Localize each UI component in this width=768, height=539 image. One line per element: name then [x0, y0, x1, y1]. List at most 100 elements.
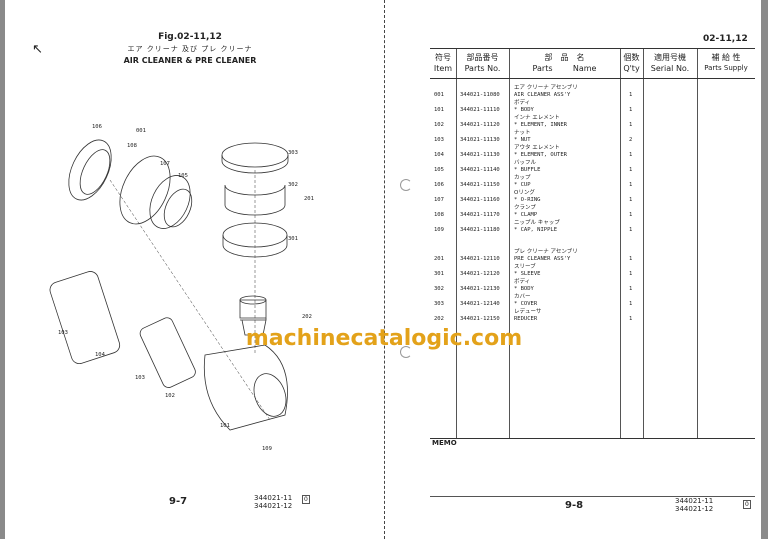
cell-part: 344021-11160 [460, 197, 500, 203]
callout: 302 [288, 182, 298, 188]
cell-part: 344021-11150 [460, 182, 500, 188]
callout: 103 [58, 330, 68, 336]
exploded-diagram [49, 139, 289, 431]
cell-name: * CLAMP [514, 212, 538, 218]
cell-name: AIR CLEANER ASS'Y [514, 92, 571, 98]
cell-qty: 1 [629, 256, 633, 262]
callout: 105 [178, 173, 188, 179]
cell-qty: 1 [629, 227, 633, 233]
cell-jp: クランプ [514, 205, 536, 211]
header-parts-no: Parts No. [464, 64, 501, 73]
callout: 107 [160, 161, 170, 167]
cell-qty: 1 [629, 301, 633, 307]
cell-part: 344021-11080 [460, 92, 500, 98]
page-number-right: 9-8 [565, 500, 584, 511]
page-number-left: 9-7 [169, 496, 188, 507]
cell-name: * ELEMENT, OUTER [514, 152, 567, 158]
callout: 101 [220, 423, 230, 429]
callout: 201 [304, 196, 314, 202]
cell-name: * CAP, NIPPLE [514, 227, 558, 233]
header-supply: Parts Supply [704, 64, 748, 72]
cell-part: 344021-11180 [460, 227, 500, 233]
cell-part: 344021-11140 [460, 167, 500, 173]
cell-jp: バッフル [514, 160, 537, 166]
cell-jp: ボディ [514, 100, 531, 106]
cell-part: 344021-11130 [460, 152, 500, 158]
footer-code: 344021-11 [254, 494, 293, 502]
memo-label: MEMO [432, 439, 457, 447]
cell-item: 101 [434, 107, 444, 113]
cell-part: 344021-11120 [460, 122, 500, 128]
cell-part: 344021-11170 [460, 212, 500, 218]
cell-name: * BUFFLE [514, 167, 541, 173]
cell-qty: 1 [629, 212, 633, 218]
cell-item: 107 [434, 197, 444, 203]
header-name-b: Name [572, 64, 597, 73]
cell-name: * ELEMENT, INNER [514, 122, 567, 128]
callout: 301 [288, 236, 298, 242]
cell-qty: 1 [629, 167, 633, 173]
cell-item: 202 [434, 316, 444, 322]
callout: 108 [127, 143, 137, 149]
cell-qty: 1 [629, 107, 633, 113]
cell-qty: 1 [629, 271, 633, 277]
callout: 303 [288, 150, 298, 156]
callout: 001 [136, 128, 146, 134]
footer-code: 344021-12 [675, 505, 714, 513]
header-qty: Q'ty [623, 64, 640, 73]
cell-item: 301 [434, 271, 444, 277]
cell-jp: レデューサ [514, 309, 542, 315]
callout: 103 [135, 375, 145, 381]
callout: 104 [95, 352, 105, 358]
cell-qty: 1 [629, 92, 633, 98]
cell-item: 103 [434, 137, 444, 143]
header-item: Item [433, 64, 453, 73]
cell-jp: ボディ [514, 279, 531, 285]
table-row: 104 344021-11130 アウタ エレメント* ELEMENT, OUTER… [430, 145, 755, 160]
cell-item: 001 [434, 92, 444, 98]
binder-hole [400, 346, 412, 358]
footer-box-right: 0 [743, 500, 751, 509]
memo-line [430, 438, 755, 439]
title-en: AIR CLEANER & PRE CLEANER [123, 56, 257, 65]
cell-item: 302 [434, 286, 444, 292]
cell-jp: プレ クリーナ アセンブリ [514, 249, 578, 255]
right-scrollbar[interactable] [761, 0, 768, 539]
cell-jp: アウタ エレメント [514, 145, 560, 151]
left-edge [0, 0, 5, 539]
cell-qty: 1 [629, 122, 633, 128]
header-qty-jp: 個数 [623, 53, 640, 62]
header-parts-no-jp: 部品番号 [466, 53, 499, 62]
cell-name: REDUCER [514, 316, 538, 322]
cell-jp: インナ エレメント [514, 115, 560, 121]
cell-jp: ナット [514, 130, 531, 136]
footer-line [430, 496, 755, 497]
cell-item: 104 [434, 152, 444, 158]
header-item-jp: 符号 [435, 53, 451, 62]
cell-item: 109 [434, 227, 444, 233]
cell-jp: カップ [514, 175, 531, 181]
header-name-jp: 部 品 名 [544, 53, 585, 62]
page-divider [384, 0, 385, 539]
cell-name: * NUT [514, 137, 531, 143]
callout: 109 [262, 446, 272, 452]
cell-jp: カバー [514, 294, 531, 300]
cell-jp: スリーブ [514, 264, 536, 270]
cell-part: 341021-11130 [460, 137, 500, 143]
cell-part: 344021-12140 [460, 301, 500, 307]
header-serial: Serial No. [650, 64, 690, 73]
cell-name: * COVER [514, 301, 538, 307]
